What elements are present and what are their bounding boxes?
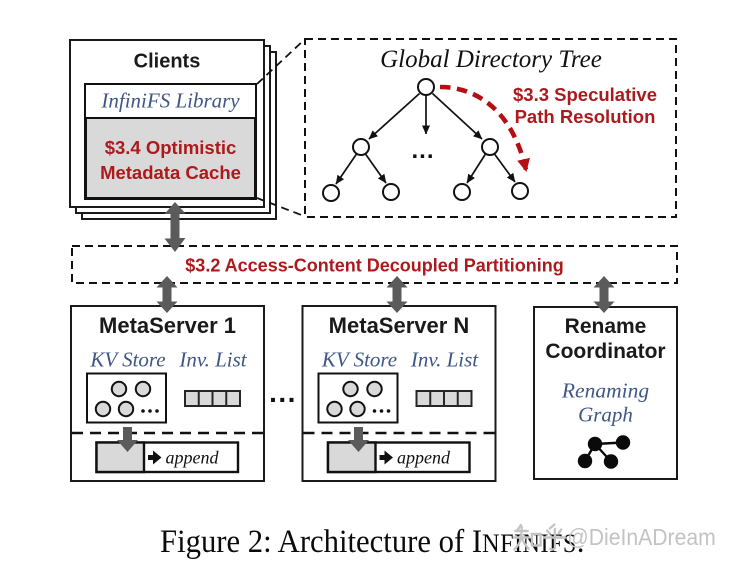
directory-tree-ellipsis: ... [411,137,435,164]
metaserverN-append-filled-segment [326,441,377,474]
clients-stack [69,39,277,220]
watermark-cjk-glyphs [513,523,567,551]
metaserver1-title: MetaServer 1 [99,312,236,338]
figure-caption: Figure 2: Architecture of INFINIFS. [160,524,584,561]
tree-leaf-3 [453,183,471,201]
metaserverN-kv-circles [326,380,383,418]
callout-line-top [256,39,305,85]
tree-edge-right-leaf3 [466,153,487,184]
gray-connector-arrows [156,202,615,313]
tree-leaf-4 [511,182,529,200]
arrow-partition-rename [593,276,615,313]
metadata-cache-box [85,117,256,199]
speculative-label-line1: $3.3 Speculative [513,84,657,105]
clients-title: Clients [133,50,201,73]
metaserverN-ingest-arrow [348,427,369,452]
renaming-graph-label-line2: Graph [578,402,633,426]
arrow-partition-metaserverN [386,276,408,313]
tree-leaf-2 [382,183,400,201]
tree-edge-root-left [368,92,421,140]
metaserver1-ingest-arrow [117,427,138,452]
caption-smallcaps-rest: NFINIFS [482,529,577,558]
cache-label-line1: $3.4 Optimistic [104,137,237,158]
speculative-path-arrow [439,84,530,172]
arrow-partition-metaserver1 [156,276,178,313]
renaming-graph-icon [577,435,631,469]
metaserver1-box-group [70,305,265,482]
metaserver1-kv-label: KV Store [90,347,166,371]
cache-label-line2: Metadata Cache [100,161,241,183]
renaming-graph-label-line1: Renaming [561,378,650,403]
tree-edge-right-leaf4 [493,153,516,183]
metaserverN-append-label: append [397,447,450,467]
speculative-label-line2: Path Resolution [514,106,656,127]
metaserverN-kv-label: KV Store [321,347,398,371]
caption-smallcaps-lead: I [471,524,483,560]
metaserverN-box-group [301,305,497,482]
metaserverN-title: MetaServer N [328,312,470,338]
watermark-handle: @DieInADream [567,523,716,550]
caption-suffix: . [576,524,585,560]
tree-root-node [417,78,435,96]
arrow-clients-partition [164,202,186,252]
metaserver1-inv-label: Inv. List [179,347,247,371]
library-label: InfiniFS Library [101,88,240,113]
between-servers-ellipsis: ... [269,377,297,408]
metaserverN-kv-ellipsis-dots [372,409,391,413]
metaserver1-kv-circles [94,380,152,418]
metaserver1-append-filled-segment [95,441,146,474]
rename-title-line2: Coordinator [545,339,666,363]
metaserverN-append-arrow-icon [379,450,393,465]
partition-box [71,245,678,284]
tree-edge-root-right [431,92,483,140]
directory-tree-graphic [322,78,529,202]
rename-title-line1: Rename [564,315,647,338]
caption-prefix: Figure 2: Architecture of [160,524,472,560]
metaserver1-append-label: append [165,447,219,467]
directory-tree-title: Global Directory Tree [380,46,602,73]
tree-edge-left-leaf2 [364,153,387,184]
watermark: @DieInADream [513,522,716,552]
tree-edge-left-leaf1 [335,153,358,185]
partition-label: $3.2 Access-Content Decoupled Partitioni… [185,255,564,275]
metaserverN-invlist-icon [415,390,473,407]
metaserver1-kv-ellipsis-dots [141,409,159,413]
tree-left-node [352,138,370,156]
directory-tree-box [304,38,677,218]
metaserver1-append-arrow-icon [148,450,162,465]
callout-line-bottom [256,197,305,217]
tree-right-node [481,138,499,156]
metaserverN-inv-label: Inv. List [410,347,479,371]
metaserver1-invlist-icon [184,390,241,407]
tree-leaf-1 [322,184,340,202]
